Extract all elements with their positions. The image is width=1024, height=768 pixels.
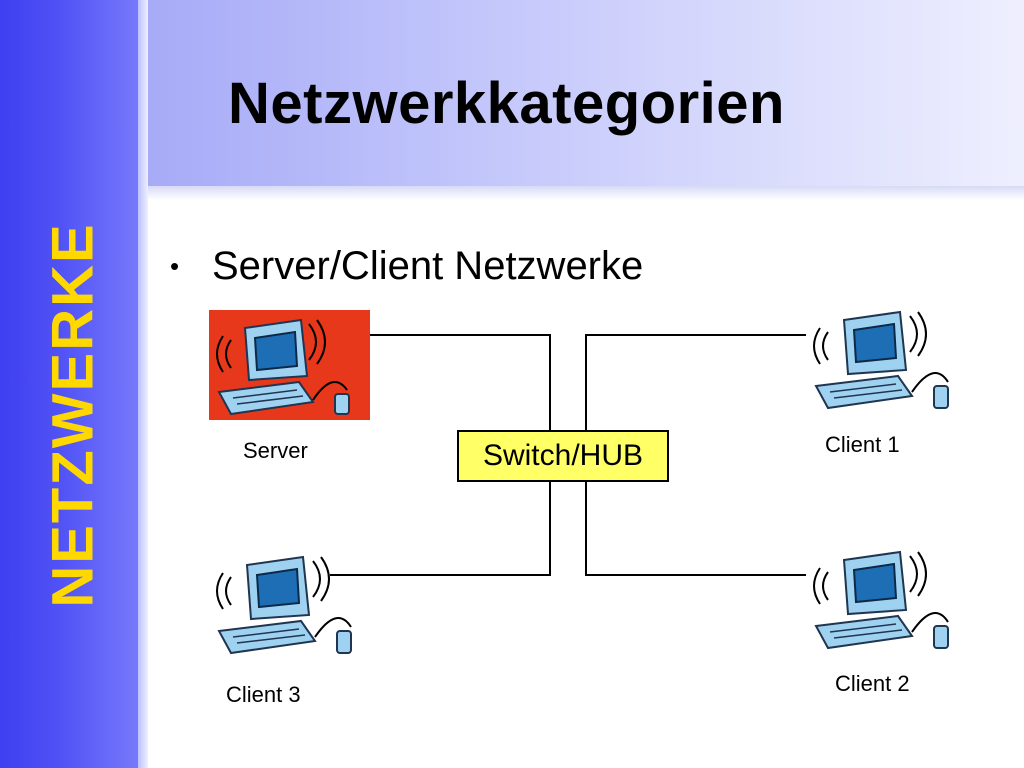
client1-node [806, 300, 969, 415]
client2-line [585, 482, 806, 576]
slide-title: Netzwerkkategorien [228, 71, 785, 136]
computer-icon [209, 310, 370, 420]
header-shadow [148, 186, 1024, 200]
connection-lines [330, 334, 806, 576]
bullet-icon: • [170, 251, 180, 281]
client3-line [330, 482, 551, 576]
sidebar-edge [138, 0, 148, 768]
computer-icon [813, 310, 949, 410]
client2-label: Client 2 [835, 671, 910, 696]
client3-node [209, 545, 372, 660]
client1-line [585, 334, 806, 430]
computer-icon [216, 555, 352, 655]
header-band [148, 0, 1024, 190]
client3-label: Client 3 [226, 682, 301, 707]
switch-hub-label: Switch/HUB [482, 439, 644, 472]
server-label: Server [243, 438, 308, 463]
client2-node [806, 540, 969, 655]
computer-icon [813, 550, 949, 650]
server-node [209, 310, 370, 420]
switch-hub-box: Switch/HUB [457, 430, 669, 482]
bullet-text: Server/Client Netzwerke [212, 244, 644, 288]
client1-label: Client 1 [825, 432, 900, 457]
bullet-item: • Server/Client Netzwerke [170, 244, 643, 289]
server-line [370, 334, 551, 430]
sidebar [0, 0, 138, 768]
